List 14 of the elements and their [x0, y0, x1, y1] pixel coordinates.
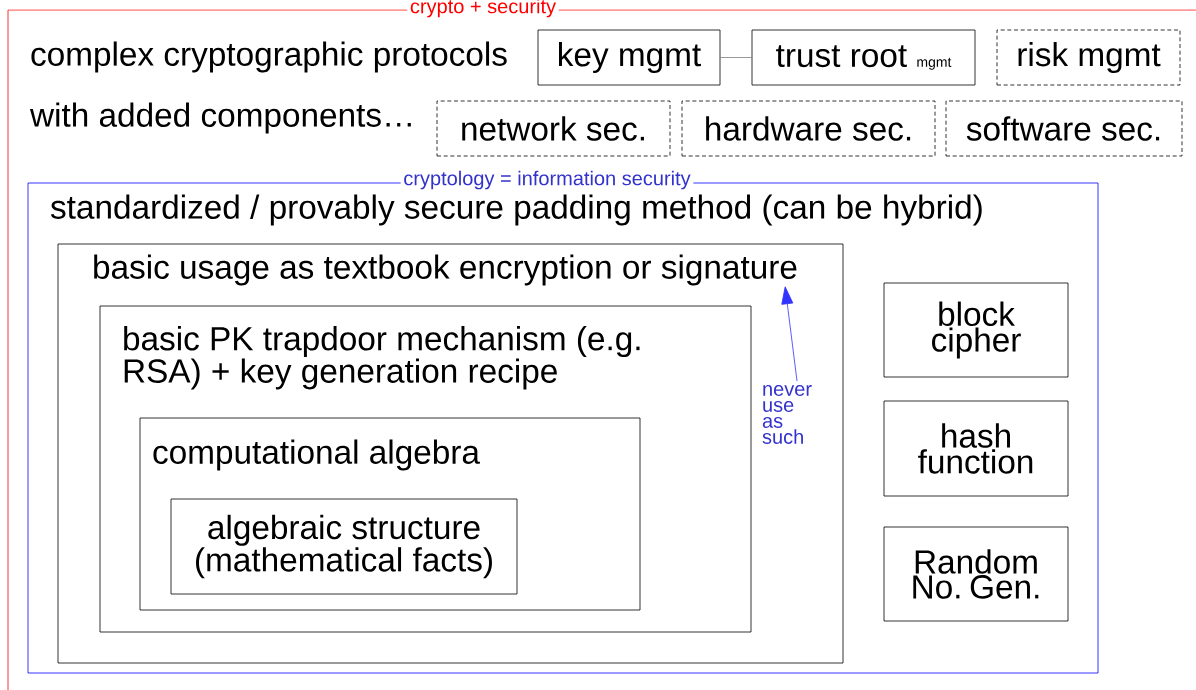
- component-box: key mgmt: [537, 29, 721, 86]
- component-box: network sec.: [436, 100, 671, 157]
- component-box: hash function: [883, 400, 1069, 497]
- arrow: [781, 286, 798, 382]
- label-text: complex cryptographic protocols: [31, 41, 507, 73]
- connector-line: [719, 57, 753, 58]
- component-box: software sec.: [945, 100, 1183, 157]
- component-box: risk mgmt: [996, 29, 1181, 86]
- component-box: Random No. Gen.: [883, 526, 1069, 622]
- component-box: block cipher: [883, 282, 1069, 378]
- component-box: algebraic structure (mathematical facts): [170, 498, 518, 595]
- component-box: trust root mgmt: [751, 29, 976, 86]
- note-text: never use as such: [762, 385, 812, 444]
- component-box: hardware sec.: [681, 100, 936, 157]
